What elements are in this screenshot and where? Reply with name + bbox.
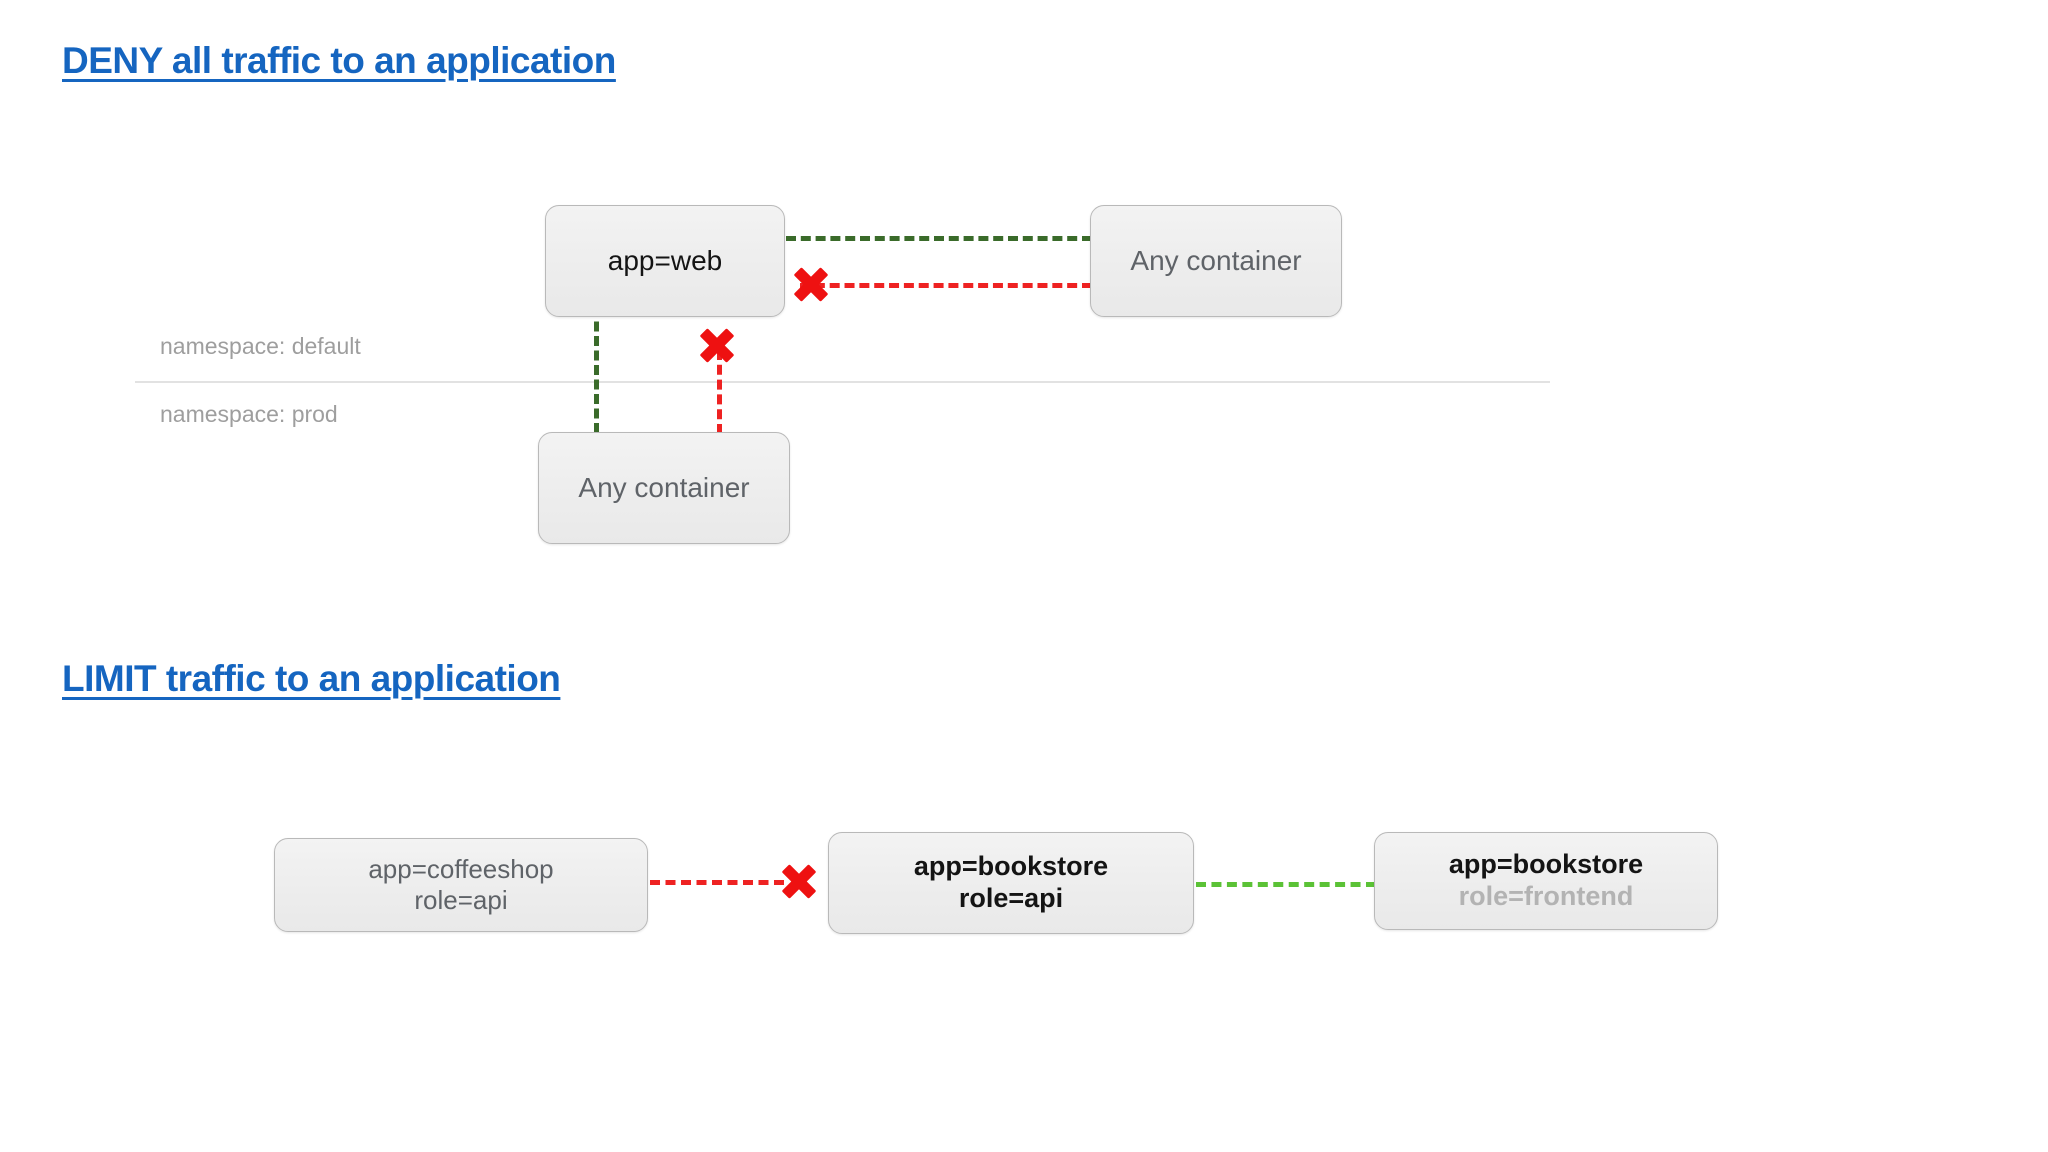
node-app-web[interactable]: app=web — [545, 205, 785, 317]
node-coffeeshop-api-line-1: app=coffeeshop — [368, 854, 554, 885]
node-any-container-default[interactable]: Any container — [1090, 205, 1342, 317]
node-bookstore-frontend-line-1: app=bookstore — [1448, 849, 1644, 880]
node-bookstore-api-line-2: role=api — [958, 883, 1064, 913]
node-coffeeshop-api-line-2: role=api — [414, 885, 508, 915]
edge-web-egress-to-prod-container-allow — [594, 307, 599, 433]
deny-section-title[interactable]: DENY all traffic to an application — [62, 40, 616, 81]
edge-bookstore-frontend-to-bookstore-api-allow — [1196, 882, 1376, 887]
deny-x-icon-coffeeshop-bookstore — [780, 862, 818, 900]
node-coffeeshop-api[interactable]: app=coffeeshop role=api — [274, 838, 648, 932]
node-any-container-prod[interactable]: Any container — [538, 432, 790, 544]
node-app-web-line-1: app=web — [607, 245, 723, 277]
namespace-default-label: namespace: default — [160, 333, 361, 359]
deny-x-icon-web-any-container — [792, 265, 830, 303]
node-bookstore-frontend[interactable]: app=bookstore role=frontend — [1374, 832, 1718, 930]
namespace-prod-label: namespace: prod — [160, 401, 338, 427]
node-any-container-prod-line-1: Any container — [578, 472, 750, 504]
node-bookstore-api[interactable]: app=bookstore role=api — [828, 832, 1194, 934]
edge-coffeeshop-to-bookstore-api-deny — [650, 880, 784, 885]
node-any-container-default-line-1: Any container — [1130, 245, 1302, 277]
node-bookstore-api-line-1: app=bookstore — [913, 851, 1109, 882]
node-bookstore-frontend-line-2: role=frontend — [1458, 881, 1634, 911]
edge-web-egress-to-any-container-allow — [786, 236, 1092, 241]
limit-section-title[interactable]: LIMIT traffic to an application — [62, 658, 561, 699]
deny-x-icon-web-prod-container — [698, 326, 736, 364]
edge-prod-container-ingress-to-web-deny — [717, 350, 722, 434]
namespace-divider — [135, 381, 1550, 383]
edge-any-container-ingress-to-web-deny — [800, 283, 1092, 288]
